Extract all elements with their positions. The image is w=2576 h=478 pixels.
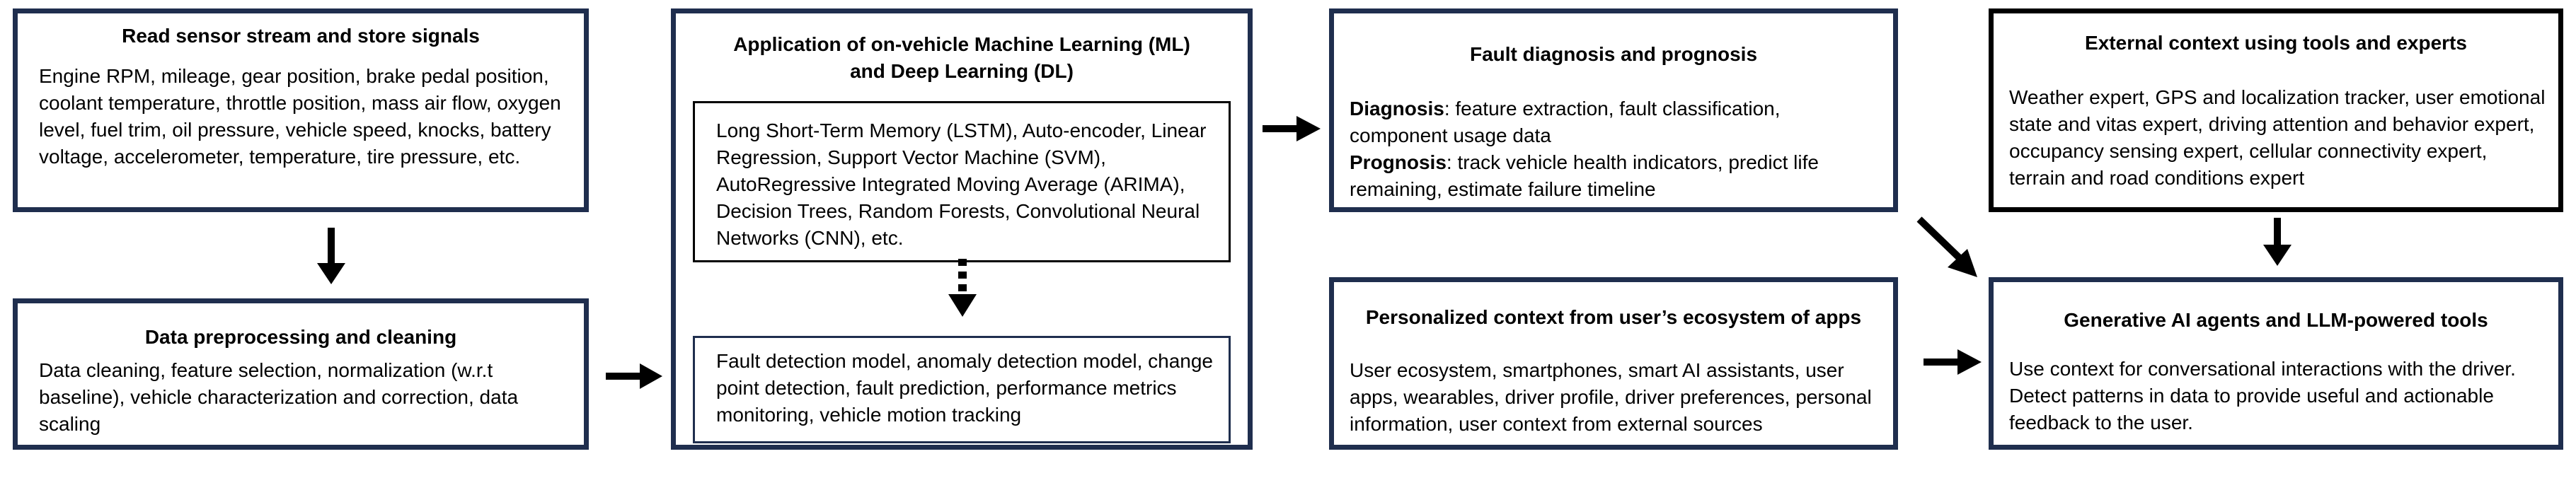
diagnosis-line: Diagnosis: feature extraction, fault cla… bbox=[1350, 95, 1880, 149]
ml-title-line1: Application of on-vehicle Machine Learni… bbox=[733, 33, 1190, 55]
ml-box: Application of on-vehicle Machine Learni… bbox=[671, 8, 1253, 450]
preprocessing-title: Data preprocessing and cleaning bbox=[144, 326, 457, 348]
sensor-text: Engine RPM, mileage, gear position, brak… bbox=[39, 65, 561, 168]
ml-models-box: Long Short-Term Memory (LSTM), Auto-enco… bbox=[693, 101, 1231, 262]
fault-box: Fault diagnosis and prognosis Diagnosis:… bbox=[1329, 8, 1898, 212]
diagnosis-text: : feature extraction, fault classificati… bbox=[1350, 98, 1781, 146]
personal-box: Personalized context from user’s ecosyst… bbox=[1329, 277, 1898, 450]
external-title: External context using tools and experts bbox=[2085, 32, 2467, 54]
genai-box: Generative AI agents and LLM-powered too… bbox=[1989, 277, 2563, 450]
prognosis-label: Prognosis bbox=[1350, 151, 1447, 173]
preprocessing-text: Data cleaning, feature selection, normal… bbox=[39, 359, 519, 435]
personal-title: Personalized context from user’s ecosyst… bbox=[1365, 306, 1862, 328]
external-text: Weather expert, GPS and localization tra… bbox=[2009, 86, 2546, 189]
sensor-box: Read sensor stream and store signals Eng… bbox=[13, 8, 589, 212]
ml-tasks-box: Fault detection model, anomaly detection… bbox=[693, 336, 1231, 443]
prognosis-text: : track vehicle health indicators, predi… bbox=[1350, 151, 1819, 200]
ml-models-text: Long Short-Term Memory (LSTM), Auto-enco… bbox=[716, 119, 1207, 249]
ml-title-line2: and Deep Learning (DL) bbox=[850, 60, 1074, 82]
diagnosis-label: Diagnosis bbox=[1350, 98, 1444, 119]
genai-title: Generative AI agents and LLM-powered too… bbox=[2064, 309, 2488, 331]
personal-text: User ecosystem, smartphones, smart AI as… bbox=[1350, 359, 1872, 435]
preprocessing-box: Data preprocessing and cleaning Data cle… bbox=[13, 298, 589, 450]
prognosis-line: Prognosis: track vehicle health indicato… bbox=[1350, 149, 1880, 203]
sensor-title: Read sensor stream and store signals bbox=[122, 25, 480, 47]
genai-text: Use context for conversational interacti… bbox=[2009, 358, 2516, 433]
fault-text: Diagnosis: feature extraction, fault cla… bbox=[1350, 95, 1880, 203]
fault-title: Fault diagnosis and prognosis bbox=[1469, 43, 1758, 65]
external-box: External context using tools and experts… bbox=[1989, 8, 2563, 212]
ml-tasks-text: Fault detection model, anomaly detection… bbox=[716, 350, 1213, 426]
